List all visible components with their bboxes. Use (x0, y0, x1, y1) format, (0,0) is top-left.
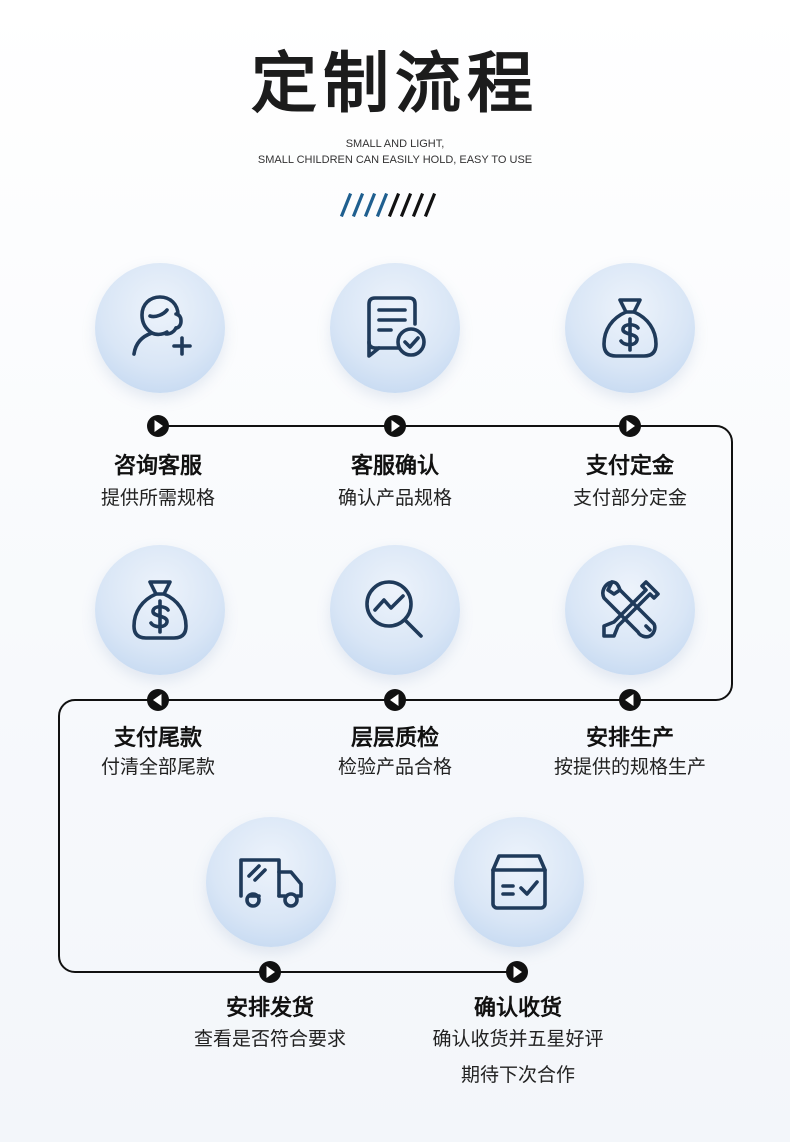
slash-divider (339, 193, 437, 217)
step-circle-8 (454, 817, 584, 947)
arrow-marker-1 (147, 415, 169, 437)
step-desc-4: 付清全部尾款 (100, 756, 215, 778)
arrow-marker-3 (619, 415, 641, 437)
step-desc-3: 支付部分定金 (572, 487, 687, 509)
step-desc-1: 提供所需规格 (100, 487, 215, 509)
arrow-marker-8 (506, 961, 528, 983)
arrow-marker-6 (619, 689, 641, 711)
magnifier-chart-icon (365, 580, 423, 638)
step-circle-5 (330, 545, 460, 675)
arrow-marker-5 (384, 689, 406, 711)
step-title-7: 安排发货 (225, 996, 314, 1021)
subtitle-line-1: SMALL AND LIGHT, (345, 138, 445, 150)
money-bag-icon (132, 580, 188, 640)
step-title-8: 确认收货 (473, 996, 562, 1021)
step-circle-3 (565, 263, 695, 393)
step-desc-8a: 确认收货并五星好评 (432, 1028, 604, 1050)
customer-service-icon (132, 295, 192, 356)
arrow-marker-2 (384, 415, 406, 437)
step-desc-6: 按提供的规格生产 (553, 756, 706, 778)
step-desc-8b: 期待下次合作 (460, 1064, 575, 1086)
step-circle-7 (206, 817, 336, 947)
arrow-marker-7 (259, 961, 281, 983)
step-circle-4 (95, 545, 225, 675)
step-title-2: 客服确认 (350, 454, 439, 479)
step-title-5: 层层质检 (350, 726, 439, 751)
step-desc-7: 查看是否符合要求 (193, 1028, 346, 1050)
document-check-icon (367, 296, 426, 358)
step-circle-6 (565, 545, 695, 675)
box-check-icon (491, 854, 547, 910)
step-circle-1 (95, 263, 225, 393)
subtitle-line-2: SMALL CHILDREN CAN EASILY HOLD, EASY TO … (257, 154, 533, 166)
truck-icon (239, 858, 303, 908)
step-title-4: 支付尾款 (113, 726, 202, 751)
money-bag-icon (602, 298, 658, 358)
step-title-3: 支付定金 (585, 454, 674, 479)
step-desc-2: 确认产品规格 (337, 487, 452, 509)
step-title-6: 安排生产 (585, 726, 674, 751)
arrow-marker-4 (147, 689, 169, 711)
step-circle-2 (330, 263, 460, 393)
step-title-1: 咨询客服 (113, 454, 202, 479)
tools-icon (601, 580, 660, 639)
step-desc-5: 检验产品合格 (337, 756, 452, 778)
page-title: 定制流程 (251, 45, 539, 122)
